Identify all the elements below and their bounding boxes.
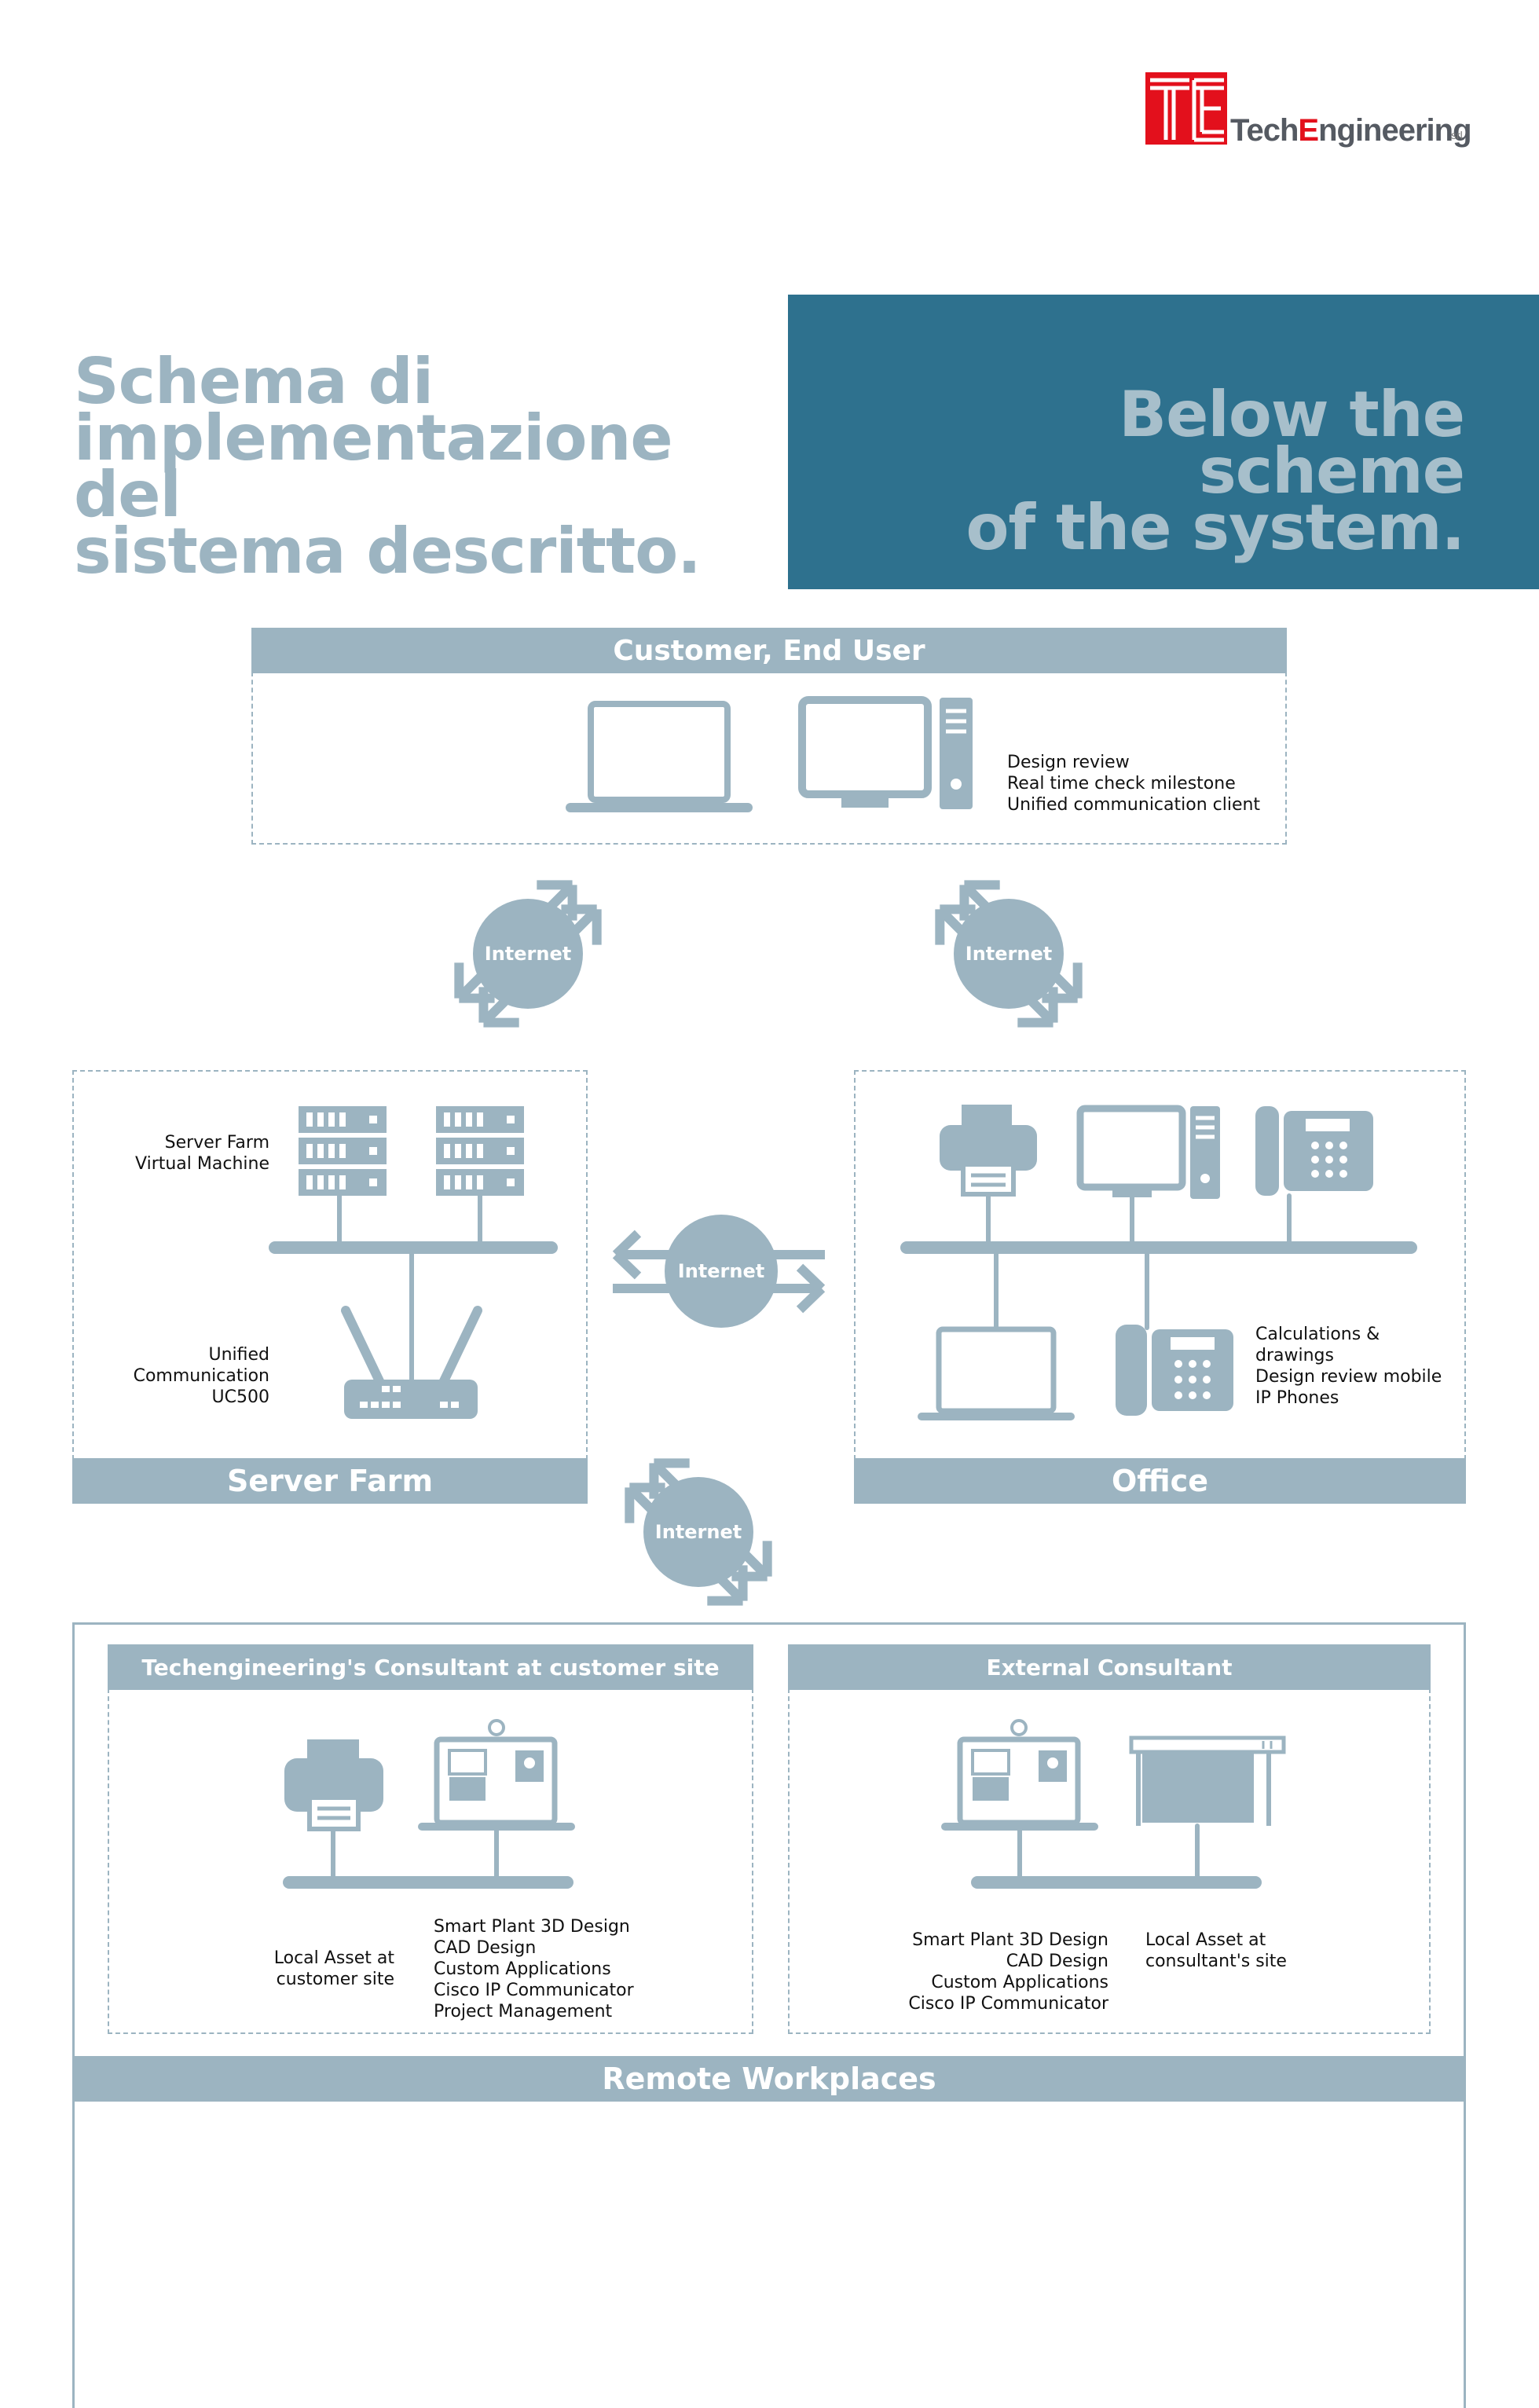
title-panel	[788, 295, 1539, 589]
external-video-laptop-icon	[941, 1719, 1098, 1831]
external-consultant-box	[788, 1688, 1431, 2034]
title-italian: Schema di implementazione del sistema de…	[74, 345, 702, 588]
printer-icon	[940, 1105, 1037, 1197]
video-conference-laptop-icon	[418, 1719, 575, 1831]
consultant-site-header: Techengineering's Consultant at customer…	[108, 1644, 753, 1690]
mobile-ip-phone-icon	[1116, 1325, 1233, 1416]
laptop-icon	[566, 701, 753, 812]
internet-cloud-customer-office: Internet	[954, 899, 1064, 1009]
consultant-network-bus-icon	[283, 1827, 573, 1889]
network-bus-icon	[269, 1193, 558, 1385]
remote-printer-icon	[284, 1739, 383, 1831]
consultant-site-box	[108, 1688, 753, 2034]
server-farm-header: Server Farm	[72, 1458, 588, 1504]
logo-wordmark: TechEngineering	[1230, 113, 1472, 148]
title-english: Below the scheme of the system.	[966, 378, 1465, 564]
external-network-bus-icon	[971, 1823, 1262, 1889]
internet-cloud-serverfarm-remote: Internet	[643, 1477, 753, 1587]
remote-workplaces-box	[72, 1622, 1466, 2408]
logo-suffix: srl	[1451, 129, 1463, 141]
internet-cloud-serverfarm-office: Internet	[665, 1215, 778, 1328]
logo-mark	[1145, 72, 1227, 145]
office-header: Office	[854, 1458, 1466, 1504]
customer-box	[251, 672, 1287, 845]
diagram-graphics	[269, 696, 1417, 1889]
office-desktop-icon	[1076, 1105, 1220, 1199]
remote-workplaces-header: Remote Workplaces	[72, 2056, 1466, 2102]
server-rack-icon	[299, 1106, 524, 1196]
router-icon	[341, 1306, 482, 1419]
plotter-icon	[1129, 1735, 1286, 1826]
office-box	[854, 1070, 1466, 1460]
desktop-computer-icon	[798, 696, 973, 809]
server-farm-box	[72, 1070, 588, 1460]
office-network-bus-icon	[900, 1192, 1417, 1330]
external-consultant-header: External Consultant	[788, 1644, 1431, 1690]
internet-cloud-customer-serverfarm: Internet	[473, 899, 583, 1009]
ip-phone-icon	[1255, 1106, 1373, 1196]
logo-te-icon	[1150, 78, 1224, 142]
office-laptop-icon	[918, 1326, 1075, 1420]
customer-header: Customer, End User	[251, 628, 1287, 673]
